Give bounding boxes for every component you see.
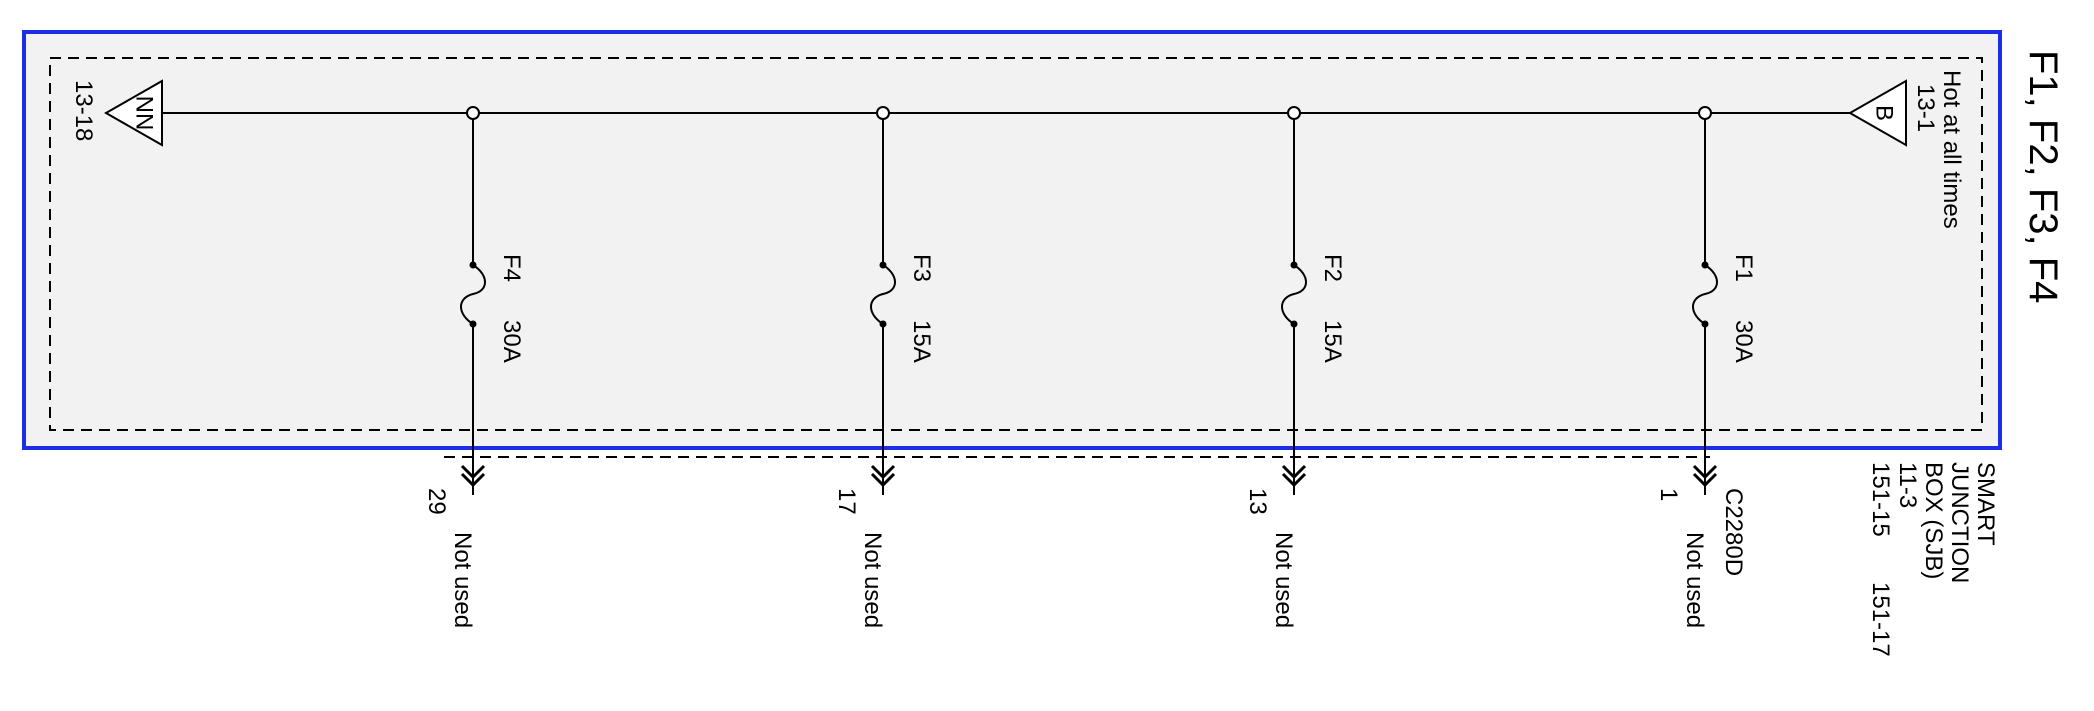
pin-number: 13 <box>1244 488 1271 515</box>
source-flag-right <box>1847 79 1907 147</box>
fuse-rating: 15A <box>908 320 935 363</box>
module-name-line-3: BOX (SJB) <box>1920 462 1947 579</box>
module-page-ref-1: 151-15 <box>1867 462 1894 537</box>
fuse-symbol <box>870 264 896 325</box>
connector-id: C2280D <box>1720 488 1747 576</box>
fuse-name: F3 <box>908 254 935 282</box>
pin-number: 1 <box>1655 488 1682 501</box>
module-name-line-2: JUNCTION <box>1946 462 1973 583</box>
source-note-right: Hot at all times <box>1938 70 1965 229</box>
wire-destination: Not used <box>1681 532 1708 628</box>
fuse-branch-f1: F1 30A 1 Not used <box>1655 106 1757 628</box>
source-flag-right-letter: B <box>1871 105 1898 121</box>
fuse-branch-f4: F4 30A 29 Not used <box>423 106 525 628</box>
splice-dot <box>876 106 890 120</box>
source-ref-left: 13-18 <box>70 80 97 141</box>
fuse-rating: 30A <box>1730 320 1757 363</box>
fuse-rating: 15A <box>1319 320 1346 363</box>
fuse-terminal-top <box>879 261 887 269</box>
connector-pin-arrow-inner <box>460 472 486 488</box>
wire-destination: Not used <box>859 532 886 628</box>
fuse-terminal-top <box>1290 261 1298 269</box>
fuse-branch-f2: F2 15A 13 Not used <box>1244 106 1346 628</box>
fuse-name: F2 <box>1319 254 1346 282</box>
diagram-title: F1, F2, F3, F4 <box>2021 50 2065 303</box>
pin-number: 29 <box>423 488 450 515</box>
connector-pin-arrow-inner <box>1692 472 1718 488</box>
fuse-symbol <box>460 264 486 325</box>
module-page-ref-2: 151-17 <box>1867 582 1894 657</box>
source-flag-left-letter: NN <box>131 96 158 131</box>
connector-pin-arrow <box>1281 464 1307 480</box>
fuse-name: F4 <box>498 254 525 282</box>
pin-number: 17 <box>833 488 860 515</box>
module-name-line-4: 11-3 <box>1894 462 1921 508</box>
splice-dot <box>1287 106 1301 120</box>
connector-pin-arrow-inner <box>870 472 896 488</box>
fuse-name: F1 <box>1730 254 1757 282</box>
module-frame <box>22 30 2002 450</box>
module-name-line-1: SMART <box>1972 462 1999 546</box>
connector-pin-arrow-inner <box>1281 472 1307 488</box>
fuse-symbol <box>1692 264 1718 325</box>
connector-pin-arrow <box>870 464 896 480</box>
fuse-rating: 30A <box>498 320 525 363</box>
fuse-branch-f3: F3 15A 17 Not used <box>833 106 935 628</box>
fuse-symbol <box>1281 264 1307 325</box>
source-ref-right: 13-1 <box>1912 84 1939 132</box>
splice-dot <box>466 106 480 120</box>
connector-pin-arrow <box>1692 464 1718 480</box>
splice-dot <box>1698 106 1712 120</box>
wire-destination: Not used <box>449 532 476 628</box>
fuse-terminal-top <box>1701 261 1709 269</box>
source-flag-left <box>103 79 163 147</box>
fuse-terminal-top <box>469 261 477 269</box>
connector-pin-arrow <box>460 464 486 480</box>
wire-destination: Not used <box>1270 532 1297 628</box>
